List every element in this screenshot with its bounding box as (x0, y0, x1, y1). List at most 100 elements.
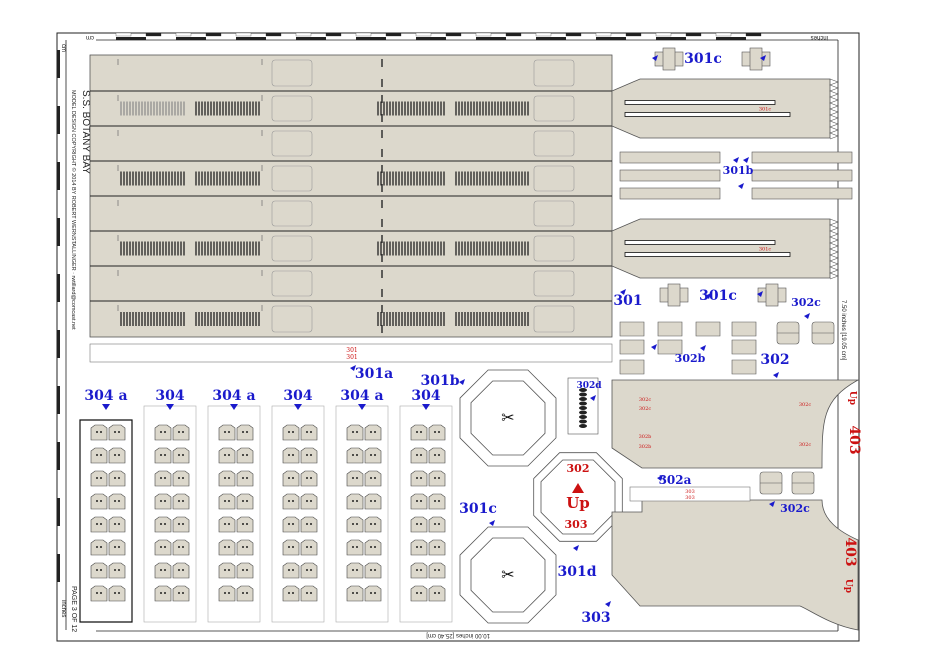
seat-dot (356, 592, 358, 594)
vent-grille (455, 241, 529, 256)
hull-window (533, 200, 575, 227)
top-ruler-tick (596, 37, 626, 40)
seat-piece (300, 493, 318, 510)
pointer-arrow-icon (489, 520, 495, 526)
pointer-arrow-icon (769, 501, 775, 507)
flap-label: 301c (759, 107, 772, 113)
part-301b-piece (751, 169, 853, 182)
seat-dot (178, 431, 180, 433)
seat-piece (410, 585, 428, 602)
hull-window (533, 235, 575, 262)
seat-dot (370, 569, 372, 571)
seat-dot (420, 546, 422, 548)
part-301c-piece (741, 47, 771, 71)
pointer-arrow-icon (652, 55, 658, 61)
seat-dot (246, 500, 248, 502)
top-ruler-tick-small (505, 32, 522, 37)
seat-dot (438, 569, 440, 571)
deck-small-label: 302c (799, 402, 812, 408)
part-302b-piece (619, 321, 645, 337)
part-302b-piece (657, 339, 683, 355)
seat-dot (370, 523, 372, 525)
seat-dot (310, 523, 312, 525)
seat-dot (182, 592, 184, 594)
seat-dot (96, 569, 98, 571)
strip-301-label: 301 (346, 347, 357, 354)
seat-dot (288, 523, 290, 525)
pointer-arrow-icon (773, 372, 779, 378)
left-ruler-tick (57, 274, 60, 302)
top-ruler-tick-small (685, 32, 702, 37)
seat-piece (300, 562, 318, 579)
seat-piece (428, 470, 446, 487)
seat-piece (218, 493, 236, 510)
pointer-arrow-icon (705, 293, 711, 299)
seat-dot (246, 454, 248, 456)
hull-window (533, 270, 575, 297)
seat-dot (434, 454, 436, 456)
strip-303-label-2: 303 (685, 495, 695, 501)
top-ruler-tick-small (595, 32, 612, 37)
seat-dot (182, 569, 184, 571)
seat-piece (108, 470, 126, 487)
ruler-unit-inches-left: inches (60, 600, 66, 617)
seat-piece (428, 516, 446, 533)
seat-dot (114, 454, 116, 456)
vent-grille (377, 171, 445, 186)
seat-dot (420, 569, 422, 571)
top-ruler-tick-small (355, 32, 372, 37)
left-ruler-tick (57, 442, 60, 470)
seat-piece (428, 447, 446, 464)
seat-dot (416, 500, 418, 502)
seat-dot (160, 569, 162, 571)
deck-302-shape (611, 379, 860, 469)
part-301c-piece (757, 283, 787, 307)
seat-piece (346, 424, 364, 441)
seat-dot (434, 592, 436, 594)
seat-piece (410, 493, 428, 510)
seat-dot (356, 431, 358, 433)
seat-dot (416, 431, 418, 433)
seat-dot (356, 454, 358, 456)
flap-strip (611, 78, 831, 139)
seat-piece (154, 424, 172, 441)
label-303-oct: 303 (565, 518, 588, 531)
seat-piece (108, 516, 126, 533)
seat-dot (228, 431, 230, 433)
pointer-arrow-icon (102, 404, 110, 410)
label-301b: 301b (723, 164, 754, 177)
seat-piece (410, 562, 428, 579)
seat-dot (352, 477, 354, 479)
seat-dot (164, 500, 166, 502)
seat-dot (100, 454, 102, 456)
octagon-302-inner (540, 459, 616, 535)
part-302d-dot (579, 410, 587, 415)
label-303: 303 (581, 610, 610, 626)
label-up-top: Up (847, 391, 857, 405)
seat-dot (434, 546, 436, 548)
seat-dot (370, 477, 372, 479)
strip-304 (143, 405, 197, 623)
seat-dot (178, 546, 180, 548)
pointer-arrow-icon (700, 345, 706, 351)
seat-dot (118, 592, 120, 594)
top-ruler-tick-small (655, 32, 672, 37)
seat-dot (416, 546, 418, 548)
seat-piece (428, 562, 446, 579)
deck-small-label: 302b (639, 434, 652, 440)
seat-dot (114, 500, 116, 502)
hull-window (271, 59, 313, 87)
seat-dot (438, 477, 440, 479)
seat-piece (154, 516, 172, 533)
ruler-unit-cm-top: cm (86, 34, 94, 40)
seat-piece (410, 516, 428, 533)
seat-dot (114, 546, 116, 548)
seat-dot (178, 592, 180, 594)
seat-dot (96, 477, 98, 479)
ruler-unit-inches-top: inches (811, 34, 828, 40)
seat-piece (90, 424, 108, 441)
hull-window (533, 130, 575, 157)
part-301b-piece (751, 151, 853, 164)
part-301c-tab (749, 47, 763, 71)
